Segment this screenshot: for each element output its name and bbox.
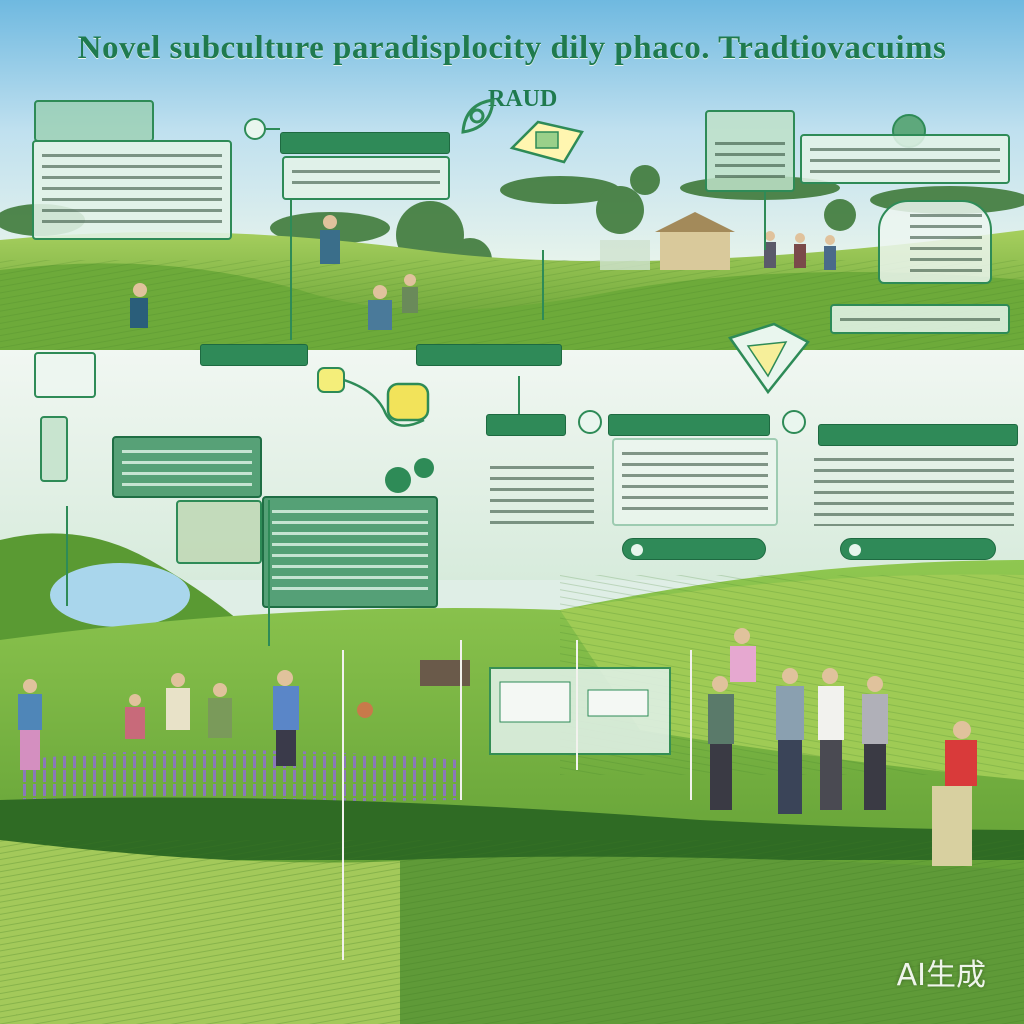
header-tag-mid-right [818, 424, 1018, 446]
info-panel-mid-center [612, 438, 778, 526]
image-card-top-left [34, 100, 154, 142]
text-block-mid-right [814, 454, 1014, 526]
page-subtitle: RAUD [488, 86, 558, 112]
action-tag-center [622, 538, 766, 560]
action-tag-right [840, 538, 996, 560]
info-panel-top-right [800, 134, 1010, 184]
label-tag-mid-left [200, 344, 308, 366]
circle-badge-icon [385, 458, 434, 493]
info-panel-top-left [32, 140, 232, 240]
label-tag-mid [486, 414, 566, 436]
connector-dot [244, 118, 266, 140]
connector-dot [578, 410, 602, 434]
field-pole [460, 640, 462, 800]
image-card-mid-left [40, 416, 68, 482]
header-tag-mid-center [608, 414, 770, 436]
label-tag-mid-center [416, 344, 562, 366]
field-pole [576, 640, 578, 770]
info-panel-mid-left [112, 436, 262, 498]
leaf-icon [317, 367, 430, 427]
connector-line [542, 250, 544, 320]
field-pole [690, 650, 692, 800]
field-pole [342, 650, 344, 960]
info-panel-top-center [282, 156, 450, 200]
map-card-top-right [878, 200, 992, 284]
page-title: Novel subculture paradisplocity dily pha… [77, 30, 947, 66]
connector-line [268, 500, 270, 646]
info-panel-center-left [262, 496, 438, 608]
image-card-top-right [705, 110, 795, 192]
connector-line [764, 190, 766, 250]
leaf-icon [461, 98, 495, 134]
connector-line [290, 200, 292, 340]
image-card-mid-far-left [34, 352, 96, 398]
image-card-mid-left-2 [176, 500, 262, 564]
connector-line [518, 376, 520, 418]
connector-line [66, 506, 68, 606]
header-tag-top-center [280, 132, 450, 154]
chevron-icon [509, 120, 584, 164]
connector-dot [782, 410, 806, 434]
watermark: AI生成 [896, 958, 986, 993]
info-strip-right [830, 304, 1010, 334]
chevron-icon [727, 322, 810, 395]
text-block-mid-left [490, 462, 594, 532]
connector-line [266, 128, 280, 130]
